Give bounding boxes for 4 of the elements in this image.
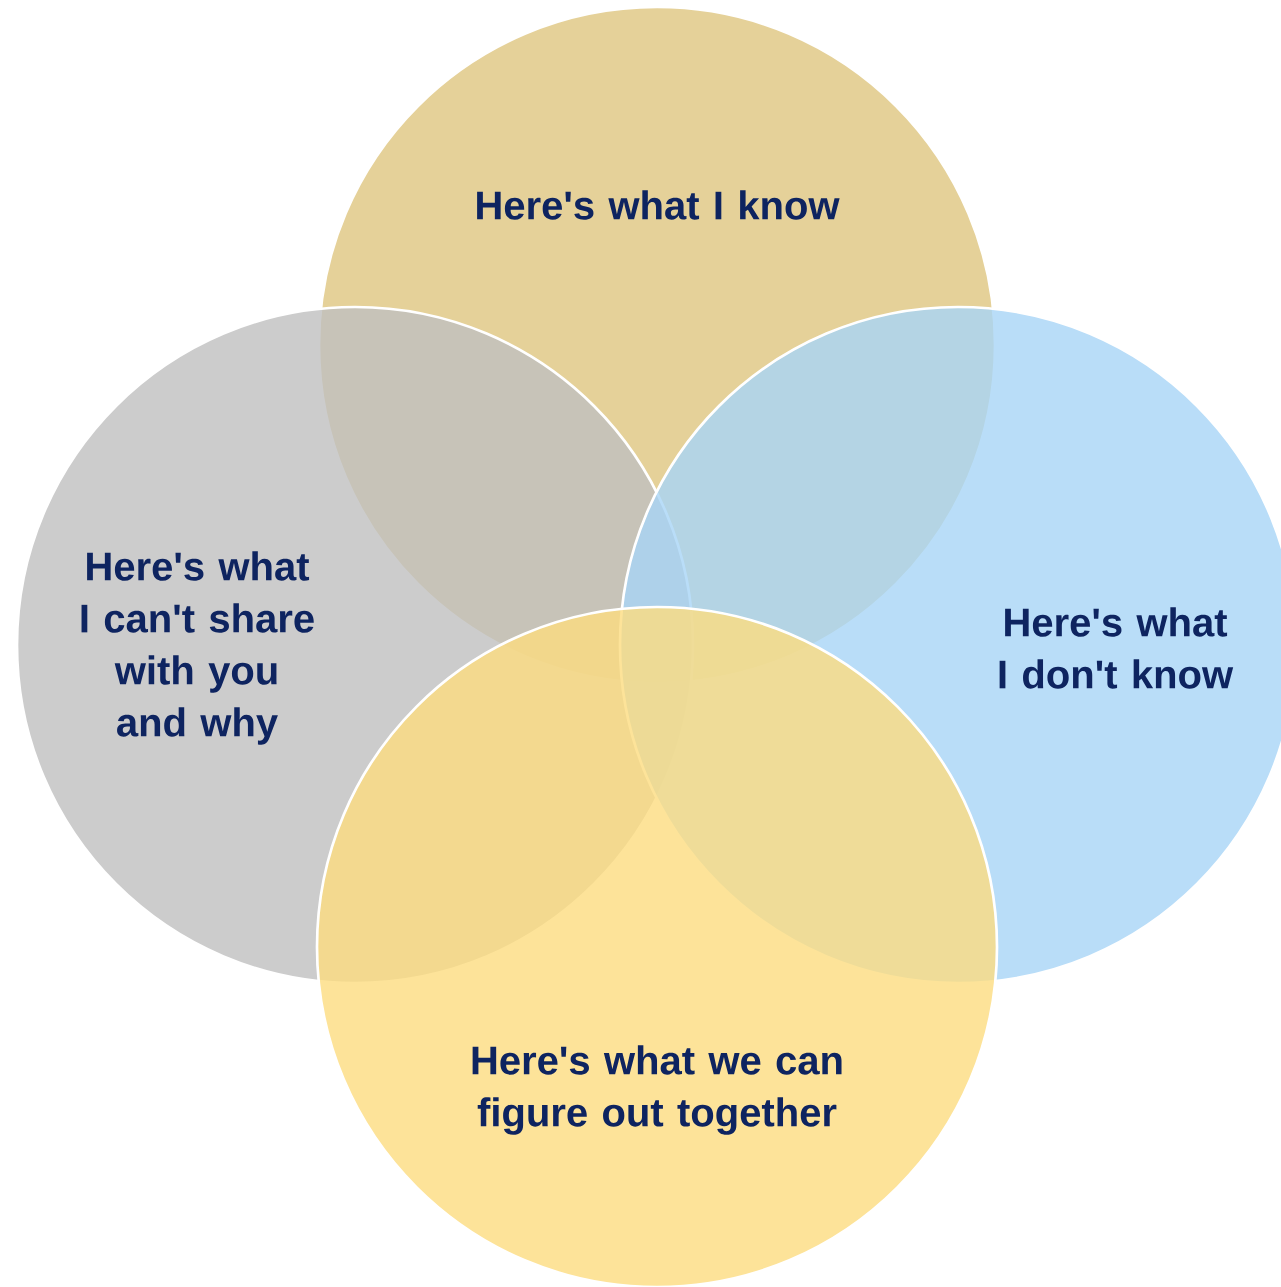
circle-label: Here's what I know [477,190,840,220]
circle-label: Here's what I don't know [999,607,1234,689]
circle-label: Here's what I can't share with you and why [81,551,314,745]
circle-label: Here's what we can figure out together [472,1045,842,1135]
